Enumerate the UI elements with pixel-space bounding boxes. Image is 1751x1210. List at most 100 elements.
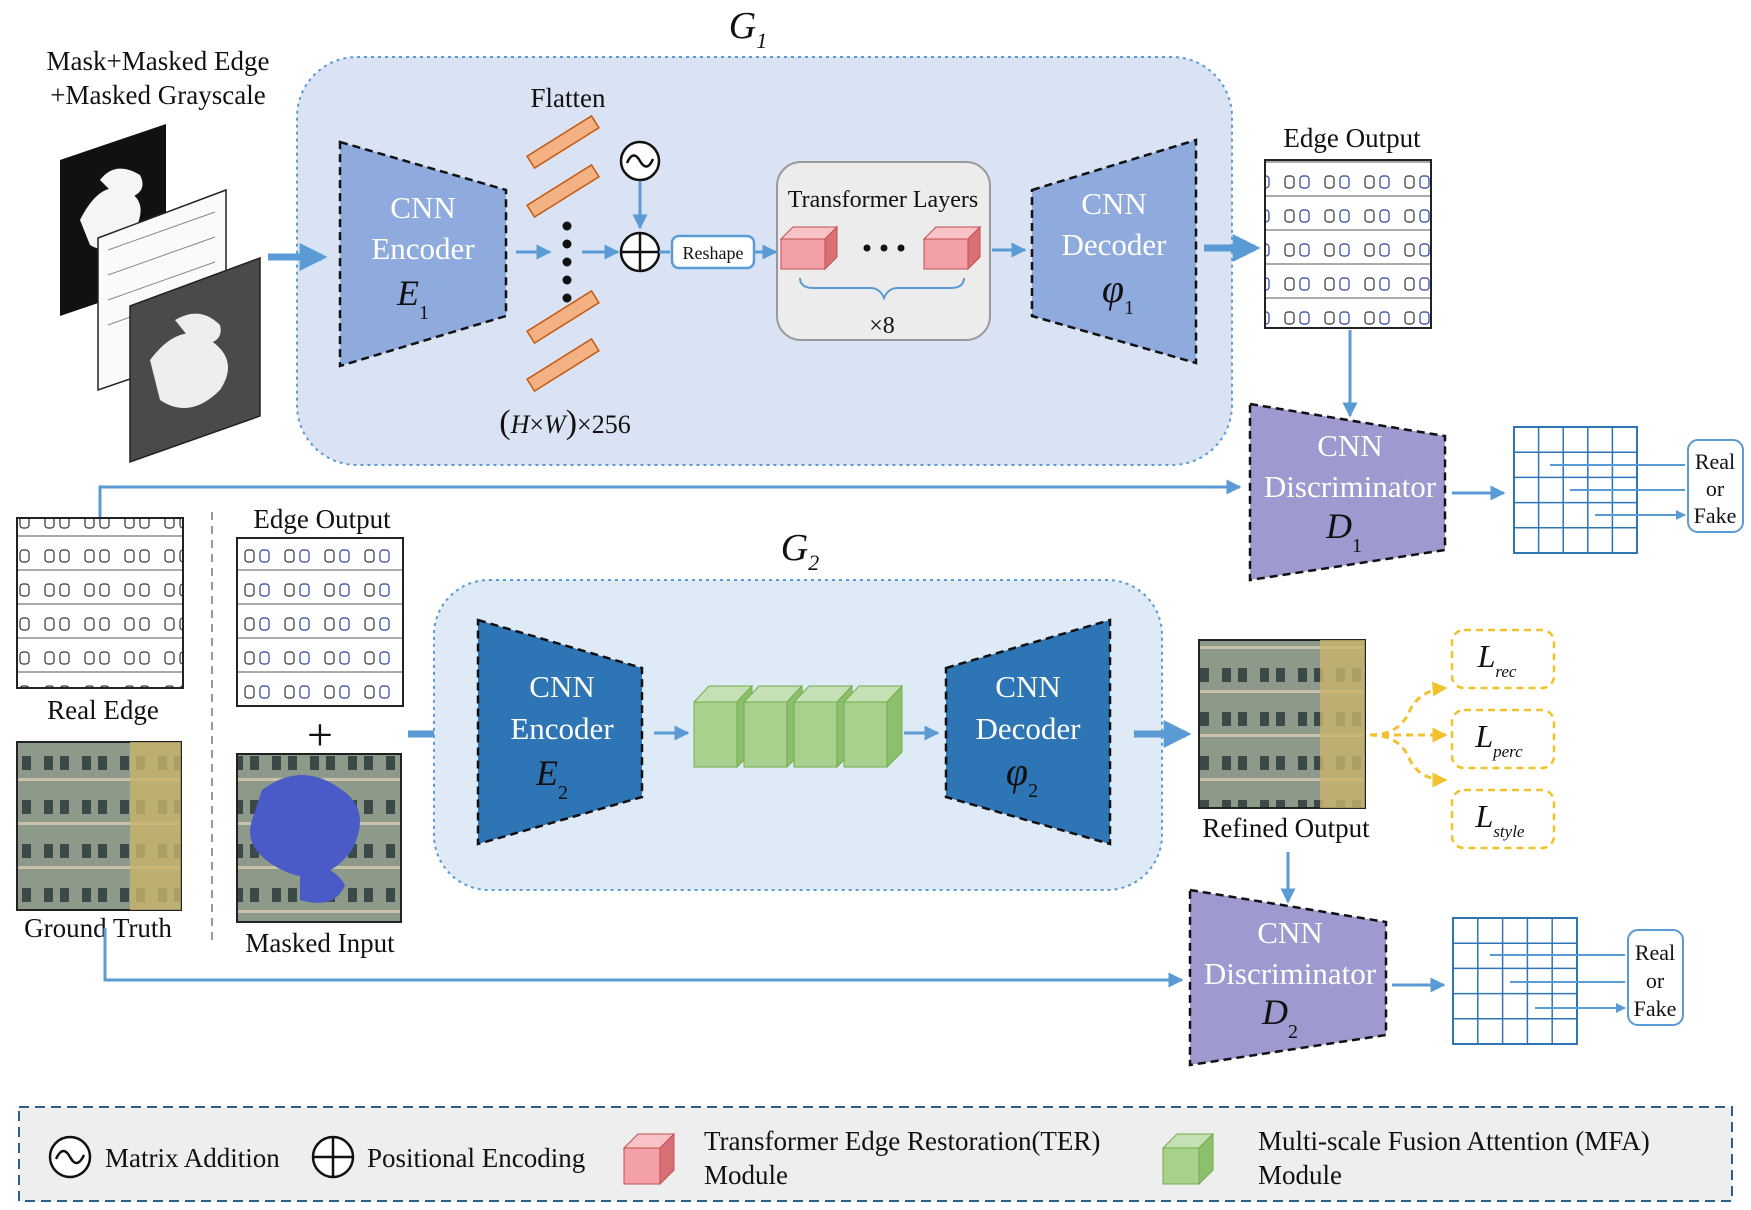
legend-ter-line1: Transformer Edge Restoration(TER)	[704, 1126, 1100, 1156]
mfa-block	[842, 684, 904, 769]
g1-title-sub: 1	[756, 28, 767, 53]
g1-input-label-line1: Mask+Masked Edge	[47, 46, 270, 76]
g1-edge-output: Edge Output	[1264, 123, 1432, 329]
svg-text:φ1: φ1	[1102, 266, 1134, 319]
transformer-label: Transformer Layers	[788, 187, 978, 213]
svg-text:E1: E1	[396, 273, 429, 324]
svg-text:φ2: φ2	[1006, 749, 1038, 802]
g2-title-sub: 2	[808, 550, 819, 575]
d1-line1: CNN	[1317, 428, 1382, 463]
svg-text:D1: D1	[1325, 506, 1362, 557]
svg-text:D2: D2	[1261, 992, 1298, 1043]
d2-line1: CNN	[1257, 915, 1322, 950]
legend-positional-encoding: Positional Encoding	[311, 1135, 585, 1179]
loss-perc-symbol: L	[1474, 718, 1493, 754]
flatten-tokens: Flatten (H×W)×256	[499, 83, 630, 441]
legend-ter-line2: Module	[704, 1160, 788, 1190]
g2-edge-output-label: Edge Output	[253, 504, 391, 534]
encoder2-line1: CNN	[529, 669, 594, 704]
legend-mfa-line1: Multi-scale Fusion Attention (MFA)	[1258, 1126, 1650, 1156]
cnn-encoder-e2: CNN Encoder E2	[476, 618, 644, 846]
cnn-discriminator-d1: CNN Discriminator D1	[1248, 402, 1447, 582]
legend-matrix-addition: Matrix Addition	[48, 1135, 280, 1179]
svg-text:G1: G1	[729, 5, 767, 53]
ter-block	[779, 225, 839, 271]
g1-input-label-line2: +Masked Grayscale	[50, 80, 265, 110]
loss-rec-sub: rec	[1495, 662, 1517, 681]
encoder2-symbol: E	[535, 753, 558, 793]
loss-rec: Lrec	[1450, 628, 1556, 690]
svg-text:Lperc: Lperc	[1474, 718, 1523, 761]
real-edge: Real Edge	[16, 517, 184, 725]
d2-fake-label: Fake	[1634, 996, 1677, 1021]
reshape-label: Reshape	[683, 243, 744, 263]
token-bar	[526, 289, 600, 345]
legend-matrix-addition-label: Matrix Addition	[105, 1143, 280, 1173]
token-bar	[526, 337, 600, 393]
d1-or-label: or	[1706, 476, 1725, 501]
d2-real-or-fake: Real or Fake	[1627, 929, 1684, 1026]
decoder2-symbol: φ	[1006, 749, 1028, 794]
cnn-encoder-e1: CNN Encoder E1	[338, 140, 508, 368]
encoder2-line2: Encoder	[510, 711, 614, 746]
d1-real-label: Real	[1695, 449, 1735, 474]
loss-rec-symbol: L	[1477, 638, 1496, 674]
svg-text:Lstyle: Lstyle	[1475, 798, 1525, 841]
d2-real-label: Real	[1635, 940, 1675, 965]
legend-positional-encoding-label: Positional Encoding	[367, 1143, 585, 1173]
encoder2-symbol-sub: 2	[558, 782, 568, 804]
svg-text:E2: E2	[535, 753, 568, 804]
loss-style: Lstyle	[1450, 788, 1556, 850]
legend-mfa: Multi-scale Fusion Attention (MFA) Modul…	[1161, 1126, 1650, 1190]
loss-style-symbol: L	[1475, 798, 1494, 834]
decoder1-symbol-sub: 1	[1124, 297, 1134, 319]
decoder2-symbol-sub: 2	[1028, 780, 1038, 802]
loss-perc-sub: perc	[1492, 742, 1523, 761]
token-dims: (H×W)×256	[499, 404, 630, 441]
arrow-ground-truth-to-d2	[103, 928, 1184, 988]
mfa-blocks	[692, 684, 904, 769]
decoder1-line2: Decoder	[1062, 227, 1168, 262]
mfa-block	[792, 684, 854, 769]
legend-ter: Transformer Edge Restoration(TER) Module	[622, 1126, 1100, 1190]
legend-mfa-line2: Module	[1258, 1160, 1342, 1190]
ground-truth: Ground Truth	[16, 741, 182, 943]
loss-style-sub: style	[1493, 822, 1525, 841]
svg-text:G2: G2	[781, 527, 819, 575]
decoder1-symbol: φ	[1102, 266, 1124, 311]
decoder2-line2: Decoder	[976, 711, 1082, 746]
flatten-label: Flatten	[531, 83, 606, 113]
d1-symbol: D	[1325, 506, 1352, 546]
masked-input: Masked Input	[236, 753, 402, 958]
encoder1-line1: CNN	[390, 190, 455, 225]
g1-title: G	[729, 5, 756, 47]
d2-line2: Discriminator	[1204, 956, 1377, 991]
encoder1-symbol-sub: 1	[419, 302, 429, 324]
d1-patch-grid	[1513, 426, 1685, 554]
g2-edge-input: Edge Output	[236, 504, 404, 707]
legend: Matrix Addition Positional Encoding Tran…	[18, 1106, 1733, 1202]
cnn-decoder-phi2: CNN Decoder φ2	[944, 618, 1112, 846]
masked-input-label: Masked Input	[245, 928, 395, 958]
d1-real-or-fake: Real or Fake	[1687, 439, 1744, 533]
d2-or-label: or	[1646, 968, 1665, 993]
refined-output-label: Refined Output	[1202, 813, 1370, 843]
mfa-block	[742, 684, 804, 769]
svg-text:Lrec: Lrec	[1477, 638, 1517, 681]
transformer-layers-box: Transformer Layers ×8	[776, 161, 991, 341]
loss-perc: Lperc	[1450, 708, 1556, 770]
real-edge-image	[16, 517, 184, 689]
encoder1-line2: Encoder	[371, 231, 475, 266]
token-bar	[526, 163, 600, 219]
d1-line2: Discriminator	[1264, 469, 1437, 504]
d1-fake-label: Fake	[1694, 503, 1737, 528]
loss-branches	[1369, 681, 1448, 788]
encoder1-symbol: E	[396, 273, 419, 313]
g2-title: G	[781, 527, 808, 569]
edge-output-label: Edge Output	[1283, 123, 1421, 153]
mfa-block	[692, 684, 754, 769]
ground-truth-label: Ground Truth	[24, 913, 172, 943]
decoder2-line1: CNN	[995, 669, 1060, 704]
cnn-discriminator-d2: CNN Discriminator D2	[1188, 888, 1388, 1067]
arrow-real-edge-to-d1	[98, 479, 1242, 518]
